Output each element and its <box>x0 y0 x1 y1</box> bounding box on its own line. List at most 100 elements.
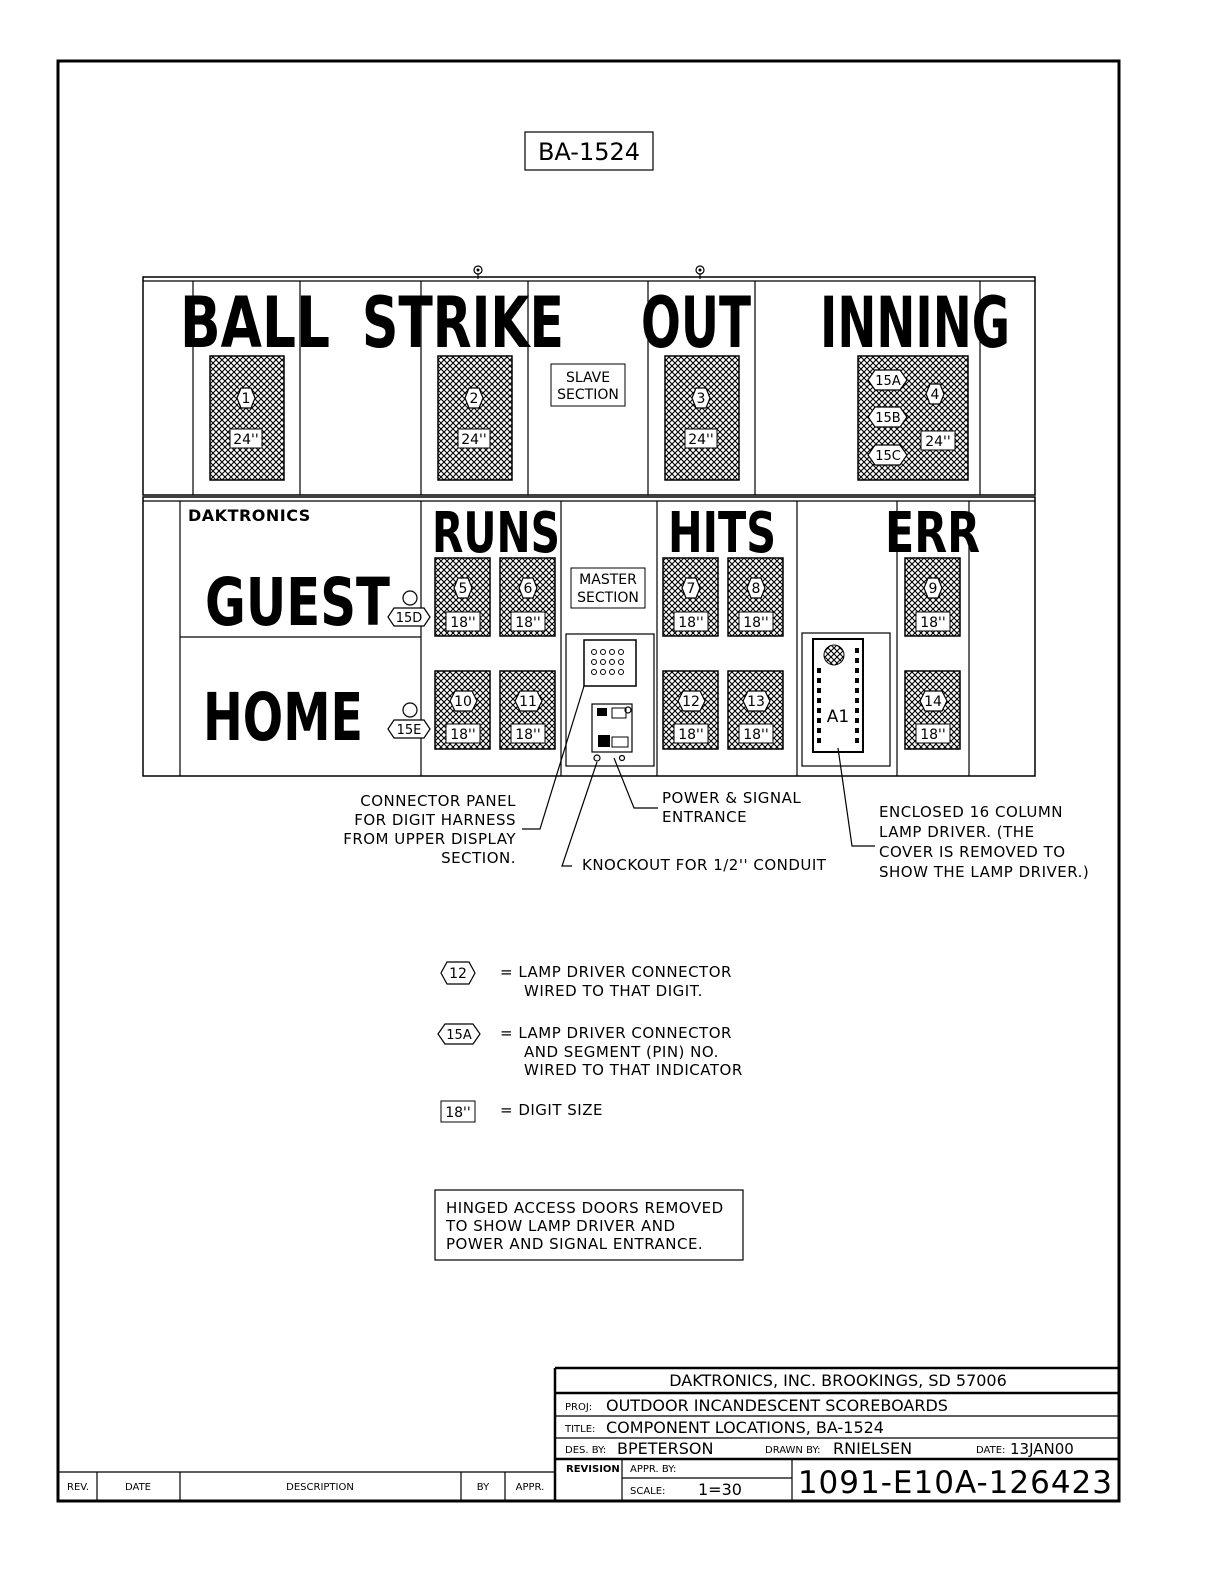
svg-text:APPR. BY:: APPR. BY: <box>630 1464 676 1475</box>
svg-text:18'': 18'' <box>515 727 541 743</box>
digit-guest-hits-ones: 8 18'' <box>727 557 784 637</box>
heading-hits: HITS <box>668 501 776 566</box>
svg-text:= LAMP DRIVER CONNECTOR: = LAMP DRIVER CONNECTOR <box>500 1024 732 1042</box>
svg-text:18'': 18'' <box>450 727 476 743</box>
svg-text:= DIGIT SIZE: = DIGIT SIZE <box>500 1101 603 1119</box>
fan-icon <box>823 644 845 666</box>
indicator-lamp <box>402 702 418 718</box>
svg-text:15A: 15A <box>446 1028 472 1043</box>
slave-section-label: SLAVE SECTION <box>550 363 626 407</box>
upper-cabinet <box>142 276 1036 496</box>
digit-strike: 2 24'' <box>437 355 513 481</box>
heading-runs: RUNS <box>432 501 560 566</box>
legend-segment: 15A = LAMP DRIVER CONNECTOR AND SEGMENT … <box>437 1023 743 1079</box>
svg-text:8: 8 <box>752 581 761 597</box>
digit-home-hits-ones: 13 18'' <box>727 670 784 750</box>
callout-connector-panel: CONNECTOR PANEL <box>360 792 516 810</box>
segment-15a: 15A <box>875 374 901 389</box>
digit-home-runs-tens: 10 18'' <box>434 670 491 750</box>
lamp-driver: A1 <box>801 632 891 767</box>
drafter: RNIELSEN <box>833 1439 912 1458</box>
digit-home-hits-tens: 12 18'' <box>662 670 719 750</box>
master-section-label: MASTER SECTION <box>570 567 646 609</box>
drawing-id: BA-1524 <box>538 138 640 166</box>
svg-text:18'': 18'' <box>515 615 541 631</box>
description-header: DESCRIPTION <box>286 1482 354 1493</box>
revision-table: REV. DATE DESCRIPTION BY APPR. <box>58 1471 555 1501</box>
drawing-id-box: BA-1524 <box>524 131 654 171</box>
svg-text:18'': 18'' <box>678 615 704 631</box>
heading-err: ERR <box>885 501 980 566</box>
by-header: BY <box>477 1482 490 1493</box>
svg-text:10: 10 <box>454 694 472 710</box>
callouts: CONNECTOR PANEL FOR DIGIT HARNESS FROM U… <box>343 685 1089 881</box>
svg-text:DRAWN BY:: DRAWN BY: <box>765 1445 821 1456</box>
connector-hex <box>691 387 711 409</box>
digit-inning: 15A 15B 15C 4 24'' <box>857 355 969 481</box>
legend: 12 = LAMP DRIVER CONNECTOR WIRED TO THAT… <box>437 961 743 1123</box>
svg-text:ENTRANCE: ENTRANCE <box>662 808 747 826</box>
svg-text:6: 6 <box>524 581 533 597</box>
project-name: OUTDOOR INCANDESCENT SCOREBOARDS <box>606 1396 948 1415</box>
power-board <box>591 703 633 753</box>
digit-out: 3 24'' <box>664 355 740 481</box>
svg-text:18'': 18'' <box>450 615 476 631</box>
rev-header: REV. <box>67 1482 89 1493</box>
svg-text:POWER AND SIGNAL ENTRANCE.: POWER AND SIGNAL ENTRANCE. <box>446 1235 703 1253</box>
svg-text:SECTION: SECTION <box>557 387 619 403</box>
team-guest: GUEST <box>205 564 390 641</box>
connector-pins <box>591 649 624 675</box>
indicator-lamp <box>402 590 418 606</box>
team-home: HOME <box>203 679 363 756</box>
lower-cabinet <box>142 496 1036 777</box>
svg-text:HINGED ACCESS DOORS REMOVED: HINGED ACCESS DOORS REMOVED <box>446 1199 724 1217</box>
svg-text:1: 1 <box>242 391 251 407</box>
heading-strike: STRIKE <box>362 282 564 364</box>
svg-text:DATE:: DATE: <box>976 1445 1005 1456</box>
drawing-date: 13JAN00 <box>1010 1440 1074 1458</box>
callout-lamp-driver: ENCLOSED 16 COLUMN <box>879 803 1063 821</box>
svg-text:18'': 18'' <box>743 615 769 631</box>
svg-text:2: 2 <box>470 391 479 407</box>
segment-15b: 15B <box>875 411 900 426</box>
digit-guest-hits-tens: 7 18'' <box>662 557 719 637</box>
svg-text:PROJ:: PROJ: <box>565 1402 592 1413</box>
segment-15e: 15E <box>397 723 422 738</box>
svg-text:5: 5 <box>459 581 468 597</box>
svg-text:SHOW THE LAMP DRIVER.): SHOW THE LAMP DRIVER.) <box>879 863 1089 881</box>
lifting-eye-center <box>476 268 480 272</box>
digit-size: 24'' <box>688 432 714 448</box>
svg-text:12: 12 <box>449 966 467 982</box>
heading-inning: INNING <box>820 282 1010 364</box>
svg-text:COVER IS REMOVED TO: COVER IS REMOVED TO <box>879 843 1066 861</box>
svg-text:WIRED TO THAT DIGIT.: WIRED TO THAT DIGIT. <box>524 982 703 1000</box>
svg-text:WIRED TO THAT INDICATOR: WIRED TO THAT INDICATOR <box>524 1061 743 1079</box>
svg-text:AND SEGMENT (PIN) NO.: AND SEGMENT (PIN) NO. <box>524 1043 719 1061</box>
svg-text:7: 7 <box>687 581 696 597</box>
company-line: DAKTRONICS, INC. BROOKINGS, SD 57006 <box>669 1371 1007 1390</box>
indicator-home: 15E <box>387 702 431 739</box>
digit-guest-runs-ones: 6 18'' <box>499 557 556 637</box>
svg-text:14: 14 <box>924 694 942 710</box>
access-note: HINGED ACCESS DOORS REMOVED TO SHOW LAMP… <box>434 1189 744 1261</box>
connector-hex <box>464 387 484 409</box>
svg-text:18'': 18'' <box>920 727 946 743</box>
drawing-title: COMPONENT LOCATIONS, BA-1524 <box>606 1418 884 1437</box>
svg-text:3: 3 <box>697 391 706 407</box>
legend-connector: 12 = LAMP DRIVER CONNECTOR WIRED TO THAT… <box>440 961 731 1000</box>
digit-size: 24'' <box>233 432 259 448</box>
svg-text:FOR DIGIT HARNESS: FOR DIGIT HARNESS <box>354 811 516 829</box>
svg-text:REVISION: REVISION <box>566 1464 620 1475</box>
sheet-border <box>56 59 1121 1503</box>
svg-text:FROM UPPER DISPLAY: FROM UPPER DISPLAY <box>343 830 516 848</box>
svg-text:SCALE:: SCALE: <box>630 1486 665 1497</box>
appr-header: APPR. <box>516 1482 545 1493</box>
connector-panel <box>583 639 637 687</box>
connector-hex <box>925 383 945 405</box>
upper-display-section: BALL STRIKE OUT INNING 1 24'' 2 24'' SLA… <box>142 265 1036 496</box>
driver-label: A1 <box>827 707 849 727</box>
svg-text:DES. BY:: DES. BY: <box>565 1445 606 1456</box>
knockout <box>593 754 601 762</box>
digit-ball: 1 24'' <box>209 355 285 481</box>
